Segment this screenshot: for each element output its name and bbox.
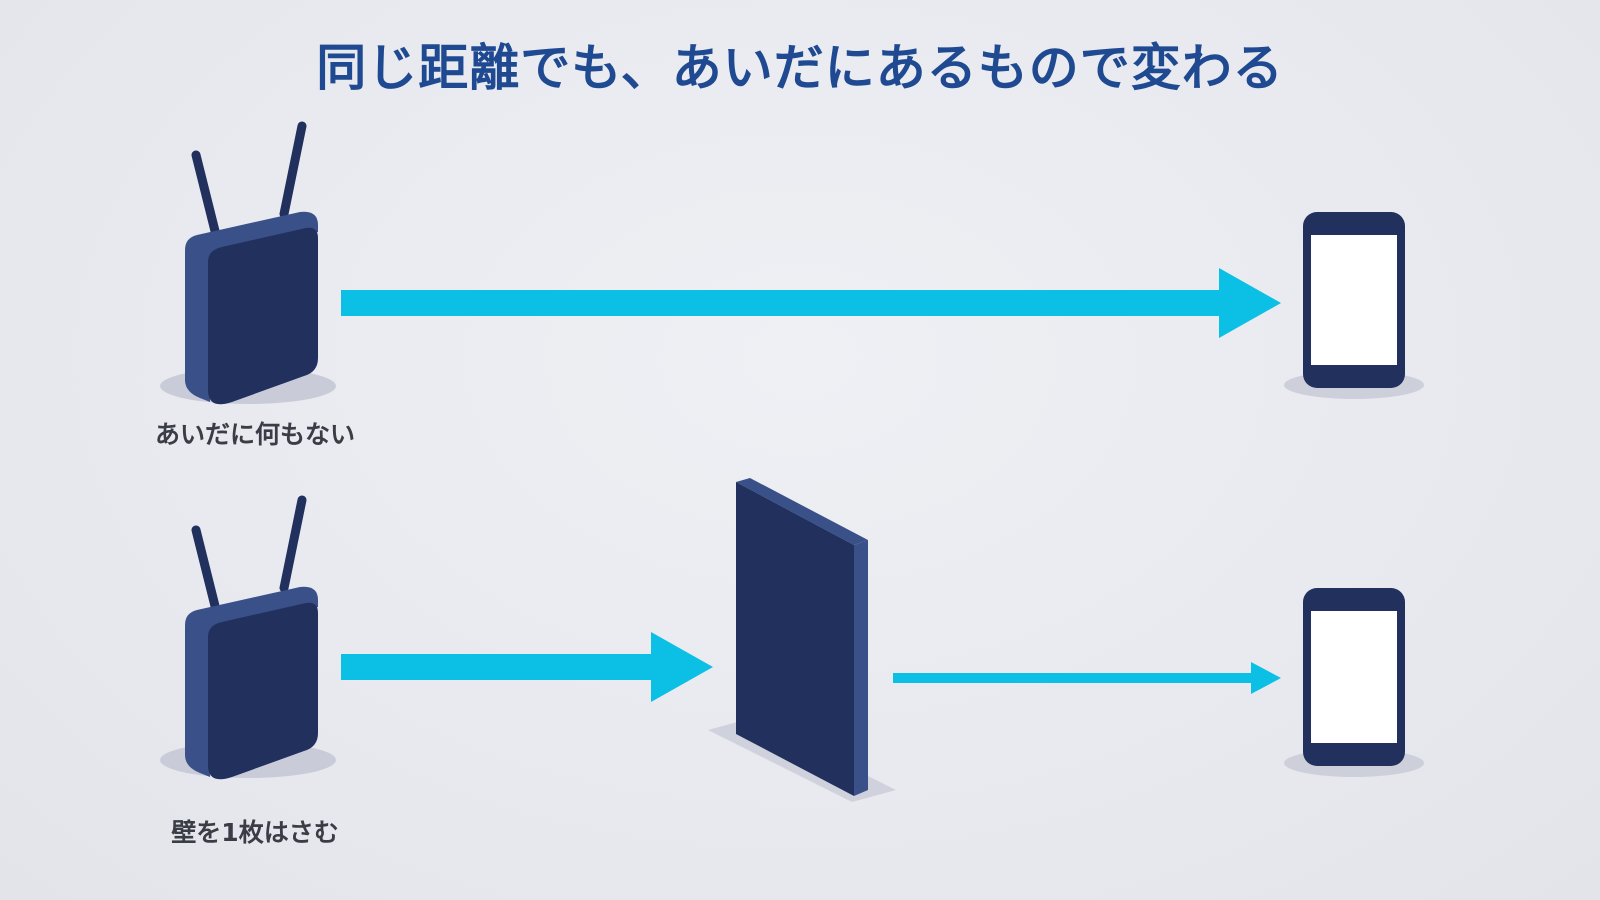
weak-signal-arrow-head	[1251, 662, 1281, 694]
signal-arrow-icon	[341, 268, 1281, 338]
signal-arrow-icon	[341, 632, 713, 702]
page-title: 同じ距離でも、あいだにあるもので変わる	[316, 39, 1284, 97]
router-front	[208, 227, 318, 405]
router-antenna-right	[279, 121, 307, 219]
wall-front	[736, 482, 854, 796]
row-no-obstacle	[160, 121, 1424, 405]
router-icon	[160, 121, 336, 405]
wall-icon	[708, 478, 896, 802]
row-label-wall: 壁を1枚はさむ	[171, 818, 339, 847]
signal-arrow-shaft	[341, 654, 653, 680]
router-side	[185, 250, 210, 402]
phone-screen	[1311, 611, 1397, 743]
signal-arrow-icon	[893, 662, 1281, 694]
signal-arrow-head	[1219, 268, 1281, 338]
smartphone-icon	[1284, 212, 1424, 399]
signal-arrow-shaft	[341, 290, 1221, 316]
weak-signal-arrow-shaft	[893, 673, 1255, 683]
router-icon	[160, 495, 336, 780]
row-with-wall	[160, 478, 1424, 802]
router-antenna-right	[279, 495, 307, 593]
wall-top	[736, 478, 868, 545]
wall-side	[854, 540, 868, 796]
phone-screen	[1311, 235, 1397, 365]
smartphone-icon	[1284, 588, 1424, 777]
router-front	[208, 602, 318, 780]
router-antenna-left	[191, 150, 221, 240]
router-side	[185, 625, 210, 777]
signal-arrow-head	[651, 632, 713, 702]
router-antenna-left	[191, 525, 221, 615]
row-label-no-obstacle: あいだに何もない	[154, 420, 355, 449]
